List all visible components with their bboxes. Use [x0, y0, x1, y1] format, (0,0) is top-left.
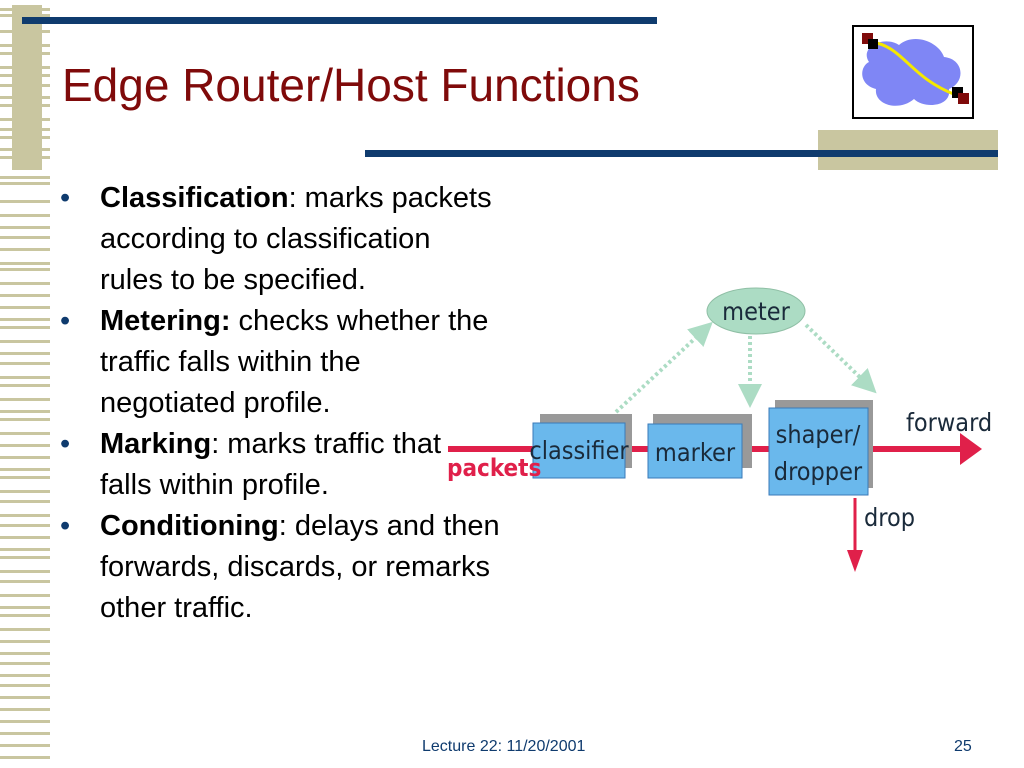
bullet-text: : marks traffic that falls within profil…: [100, 428, 442, 501]
bullet-term: Conditioning: [100, 510, 279, 542]
decor-stripe: [0, 226, 50, 229]
shaper-dropper-box: [768, 407, 869, 496]
decor-stripe: [0, 662, 50, 665]
decor-stripe: [0, 262, 50, 265]
bullet-metering: •Metering: checks whether the traffic fa…: [60, 305, 489, 419]
marker-label: marker: [655, 438, 736, 467]
decor-stripe: [0, 570, 50, 573]
decor-stripe: [0, 410, 50, 413]
network-logo-icon: [852, 25, 974, 119]
decor-stripe: [0, 176, 50, 179]
bullet-classification: •Classification: marks packets according…: [60, 182, 492, 296]
decor-stripe: [0, 340, 50, 343]
decor-stripe: [0, 376, 50, 379]
decor-bar: [12, 5, 42, 170]
footer-lecture: Lecture 22: 11/20/2001: [422, 738, 586, 755]
decor-stripe: [0, 720, 50, 723]
decor-stripe: [0, 398, 50, 401]
meter-node: [706, 287, 806, 335]
decor-stripe: [0, 268, 50, 271]
decor-stripe: [0, 236, 50, 239]
decor-stripe: [0, 684, 50, 687]
title-rule: [365, 150, 998, 157]
bullet-term: Marking: [100, 428, 212, 460]
page-title: Edge Router/Host Functions: [62, 59, 640, 111]
bullet-text: checks whether the traffic falls within …: [100, 305, 489, 419]
decor-stripe: [0, 476, 50, 479]
decor-stripe: [0, 524, 50, 527]
decor-stripe: [0, 640, 50, 643]
decor-stripe: [0, 652, 50, 655]
decor-stripe: [0, 282, 50, 285]
forward-label: forward: [906, 408, 992, 437]
decor-stripe: [0, 214, 50, 217]
decor-stripe: [0, 384, 50, 387]
drop-arrow-icon: [847, 550, 863, 572]
decor-stripe: [0, 580, 50, 583]
classifier-box: [532, 422, 626, 479]
decor-stripe: [0, 362, 50, 365]
decor-stripe: [0, 744, 50, 747]
decor-stripe: [0, 200, 50, 203]
top-rule: [22, 17, 657, 24]
decor-stripe: [0, 674, 50, 677]
decor-stripe: [0, 432, 50, 435]
bullet-list: •Classification: marks packets according…: [60, 178, 500, 629]
decor-stripe: [0, 614, 50, 617]
decor-stripe: [0, 306, 50, 309]
bullet-conditioning: •Conditioning: delays and then forwards,…: [60, 510, 500, 624]
decor-stripe: [0, 248, 50, 251]
decor-stripe: [0, 606, 50, 609]
decor-stripe: [0, 628, 50, 631]
decor-stripe: [0, 294, 50, 297]
decor-stripe: [0, 548, 50, 551]
decor-stripe: [0, 708, 50, 711]
drop-label: drop: [864, 503, 915, 532]
meter-label: meter: [722, 297, 790, 326]
classifier-to-meter-arrow: [614, 321, 713, 414]
bullet-text: : delays and then forwards, discards, or…: [100, 510, 500, 624]
decor-stripe: [0, 418, 50, 421]
decor-stripe: [0, 352, 50, 355]
bullet-marking: •Marking: marks traffic that falls withi…: [60, 428, 442, 501]
bullet-text: : marks packets according to classificat…: [100, 182, 492, 296]
shaper-label: shaper/: [776, 420, 861, 449]
decor-stripe: [0, 556, 50, 559]
decor-stripe: [0, 456, 50, 459]
meter-to-shaper-arrow: [804, 323, 877, 394]
marker-box: [647, 423, 743, 479]
packets-label: packets: [447, 454, 541, 482]
decor-stripe: [0, 490, 50, 493]
dropper-label: dropper: [774, 457, 863, 486]
decor-stripe: [0, 182, 50, 185]
decor-stripe: [0, 326, 50, 329]
page-number: 25: [954, 738, 972, 755]
decor-stripe: [0, 444, 50, 447]
decor-stripe: [0, 756, 50, 759]
decor-stripe: [0, 500, 50, 503]
bullet-term: Classification: [100, 182, 289, 214]
decor-stripe: [0, 732, 50, 735]
classifier-label: classifier: [529, 436, 629, 465]
decor-stripe: [0, 594, 50, 597]
decor-stripe: [0, 318, 50, 321]
forward-arrow-icon: [960, 433, 982, 465]
decor-stripe: [0, 514, 50, 517]
decor-stripe: [0, 696, 50, 699]
bullet-term: Metering:: [100, 305, 231, 337]
decor-stripe: [0, 536, 50, 539]
decor-stripe: [0, 468, 50, 471]
